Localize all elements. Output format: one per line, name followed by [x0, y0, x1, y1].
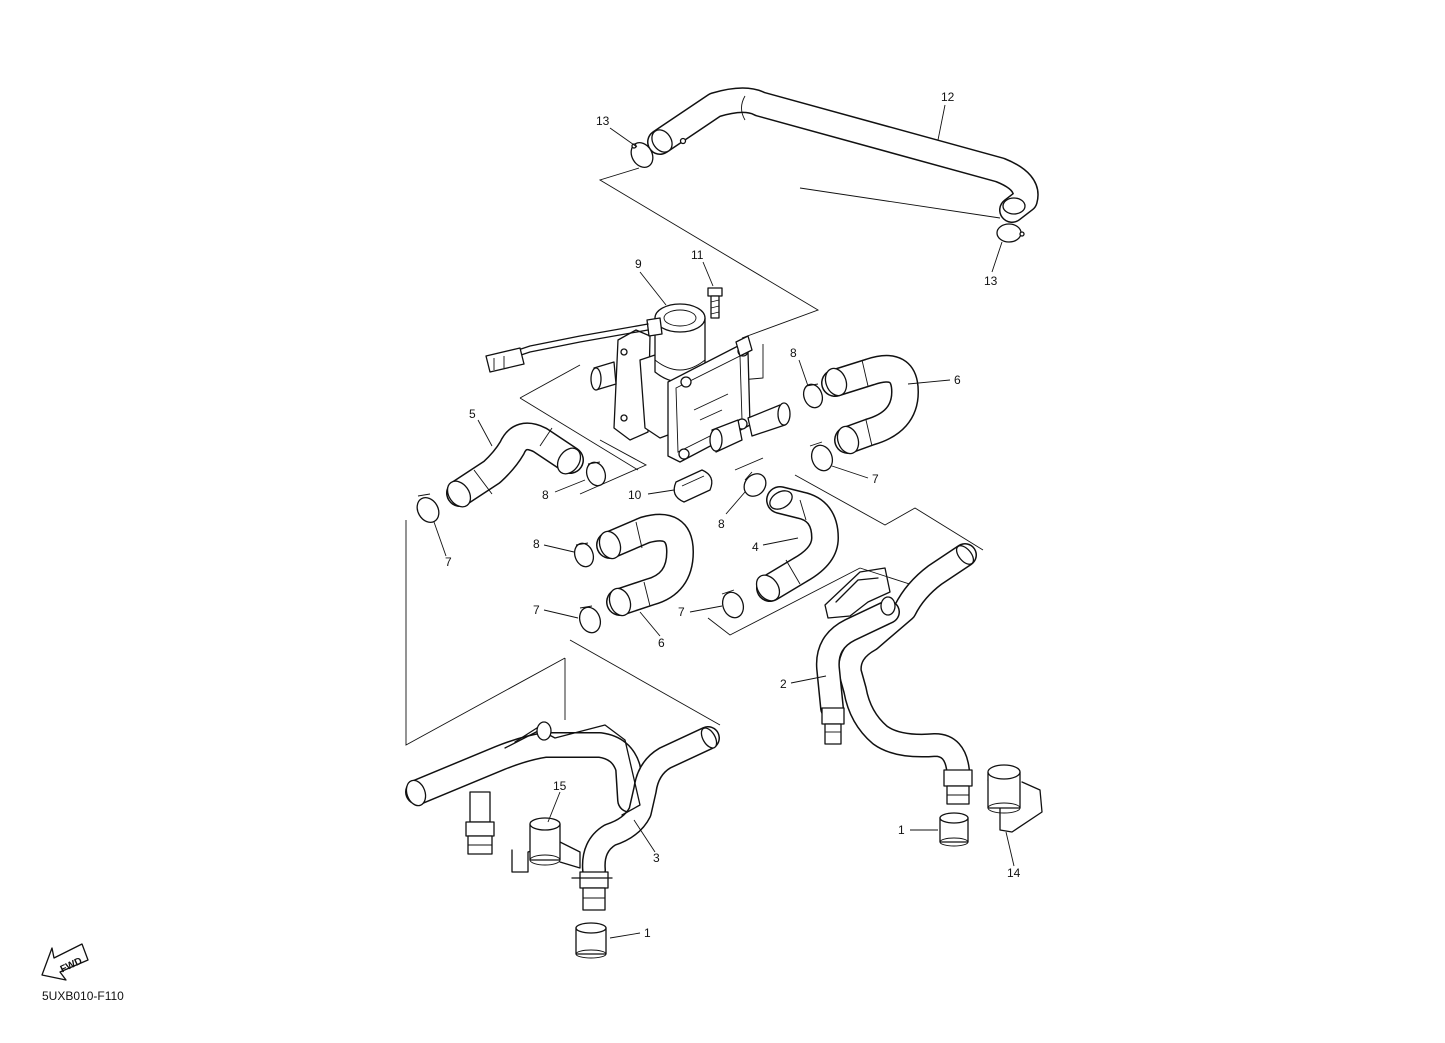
callout-2: 2 — [780, 677, 787, 691]
hose-clamp-8-b[interactable] — [583, 460, 608, 489]
drawing-code: 5UXB010-F110 — [42, 989, 124, 1003]
callout-7-b: 7 — [445, 555, 452, 569]
callout-3: 3 — [653, 851, 660, 865]
callout-7-d: 7 — [533, 603, 540, 617]
callout-7-a: 7 — [872, 472, 879, 486]
callout-8-b: 8 — [542, 488, 549, 502]
hose-clamp-7-a[interactable] — [808, 441, 836, 474]
callout-14: 14 — [1007, 866, 1021, 880]
callout-11: 11 — [691, 248, 704, 262]
air-cutoff-valve-9[interactable] — [485, 303, 791, 463]
air-hose-4[interactable] — [752, 486, 839, 605]
bolt-11[interactable] — [707, 287, 723, 319]
hose-clamp-7-d[interactable] — [576, 604, 604, 635]
hose-clip-13-lower[interactable] — [996, 223, 1025, 243]
callout-6-lower: 6 — [658, 636, 665, 650]
callout-7-c: 7 — [678, 605, 685, 619]
hose-clip-13-upper[interactable] — [627, 139, 657, 172]
callout-15: 15 — [553, 779, 567, 793]
hose-clamp-7-c[interactable] — [719, 589, 747, 620]
callout-labels: 13 12 13 9 11 8 6 5 8 10 8 7 7 8 4 7 6 7… — [445, 90, 1021, 940]
rubber-cap-15[interactable] — [511, 817, 581, 873]
rubber-cap-14[interactable] — [987, 764, 1043, 833]
cap-1-bottom[interactable] — [575, 922, 607, 959]
cap-10[interactable] — [673, 469, 713, 503]
hose-clamp-8-c[interactable] — [740, 469, 771, 500]
forward-arrow-icon: FWD — [41, 943, 89, 981]
callout-8-c: 8 — [718, 517, 725, 531]
air-pipe-2[interactable] — [815, 543, 977, 805]
callout-6-upper: 6 — [954, 373, 961, 387]
air-hose-6-lower[interactable] — [596, 513, 694, 619]
callout-13-upper: 13 — [596, 114, 610, 128]
cap-1-right[interactable] — [939, 812, 969, 847]
hose-clamp-8-d[interactable] — [571, 541, 596, 570]
air-pipe-3[interactable] — [403, 721, 720, 911]
air-hose-5[interactable] — [443, 422, 585, 511]
callout-leaders — [433, 104, 1015, 939]
air-hose-6-upper[interactable] — [821, 354, 919, 457]
callout-8-d: 8 — [533, 537, 540, 551]
callout-10: 10 — [628, 488, 642, 502]
hose-clamp-7-b[interactable] — [413, 493, 443, 527]
callout-1-right: 1 — [898, 823, 905, 837]
callout-9: 9 — [635, 257, 642, 271]
callout-8-a: 8 — [790, 346, 797, 360]
callout-12: 12 — [941, 90, 955, 104]
air-hose-12[interactable] — [647, 87, 1039, 223]
callout-13-lower: 13 — [984, 274, 998, 288]
callout-4: 4 — [752, 540, 759, 554]
callout-5: 5 — [469, 407, 476, 421]
callout-1-bottom: 1 — [644, 926, 651, 940]
hose-clamp-8-a[interactable] — [800, 382, 825, 411]
